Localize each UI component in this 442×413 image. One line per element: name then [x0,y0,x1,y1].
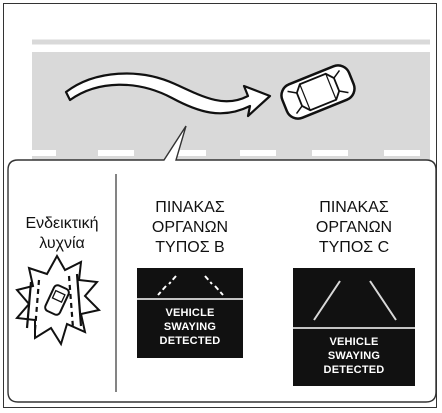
panel-b-line2: ΟΡΓΑΝΩΝ [137,218,243,238]
panel-c-label: ΠΙΝΑΚΑΣ ΟΡΓΑΝΩΝ ΤΥΠΟΣ C [293,198,415,258]
indicator-label-line2: λυχνία [10,234,114,254]
panel-b-warning-message: VEHICLE SWAYING DETECTED [137,306,243,348]
panel-c-msg-line3: DETECTED [293,363,415,377]
indicator-lamp-label: Ενδεικτική λυχνία [10,214,114,254]
panel-c-line1: ΠΙΝΑΚΑΣ [293,198,415,218]
panel-b-msg-line2: SWAYING [137,320,243,334]
panel-b-msg-line1: VEHICLE [137,306,243,320]
panel-b-line3: ΤΥΠΟΣ B [137,238,243,258]
indicator-label-line1: Ενδεικτική [10,214,114,234]
panel-b-msg-line3: DETECTED [137,334,243,348]
panel-c-line2: ΟΡΓΑΝΩΝ [293,218,415,238]
panel-c-msg-line1: VEHICLE [293,335,415,349]
panel-b-label: ΠΙΝΑΚΑΣ ΟΡΓΑΝΩΝ ΤΥΠΟΣ B [137,198,243,258]
panel-c-msg-line2: SWAYING [293,349,415,363]
panel-b-line1: ΠΙΝΑΚΑΣ [137,198,243,218]
panel-c-warning-message: VEHICLE SWAYING DETECTED [293,335,415,377]
panel-c-line3: ΤΥΠΟΣ C [293,238,415,258]
